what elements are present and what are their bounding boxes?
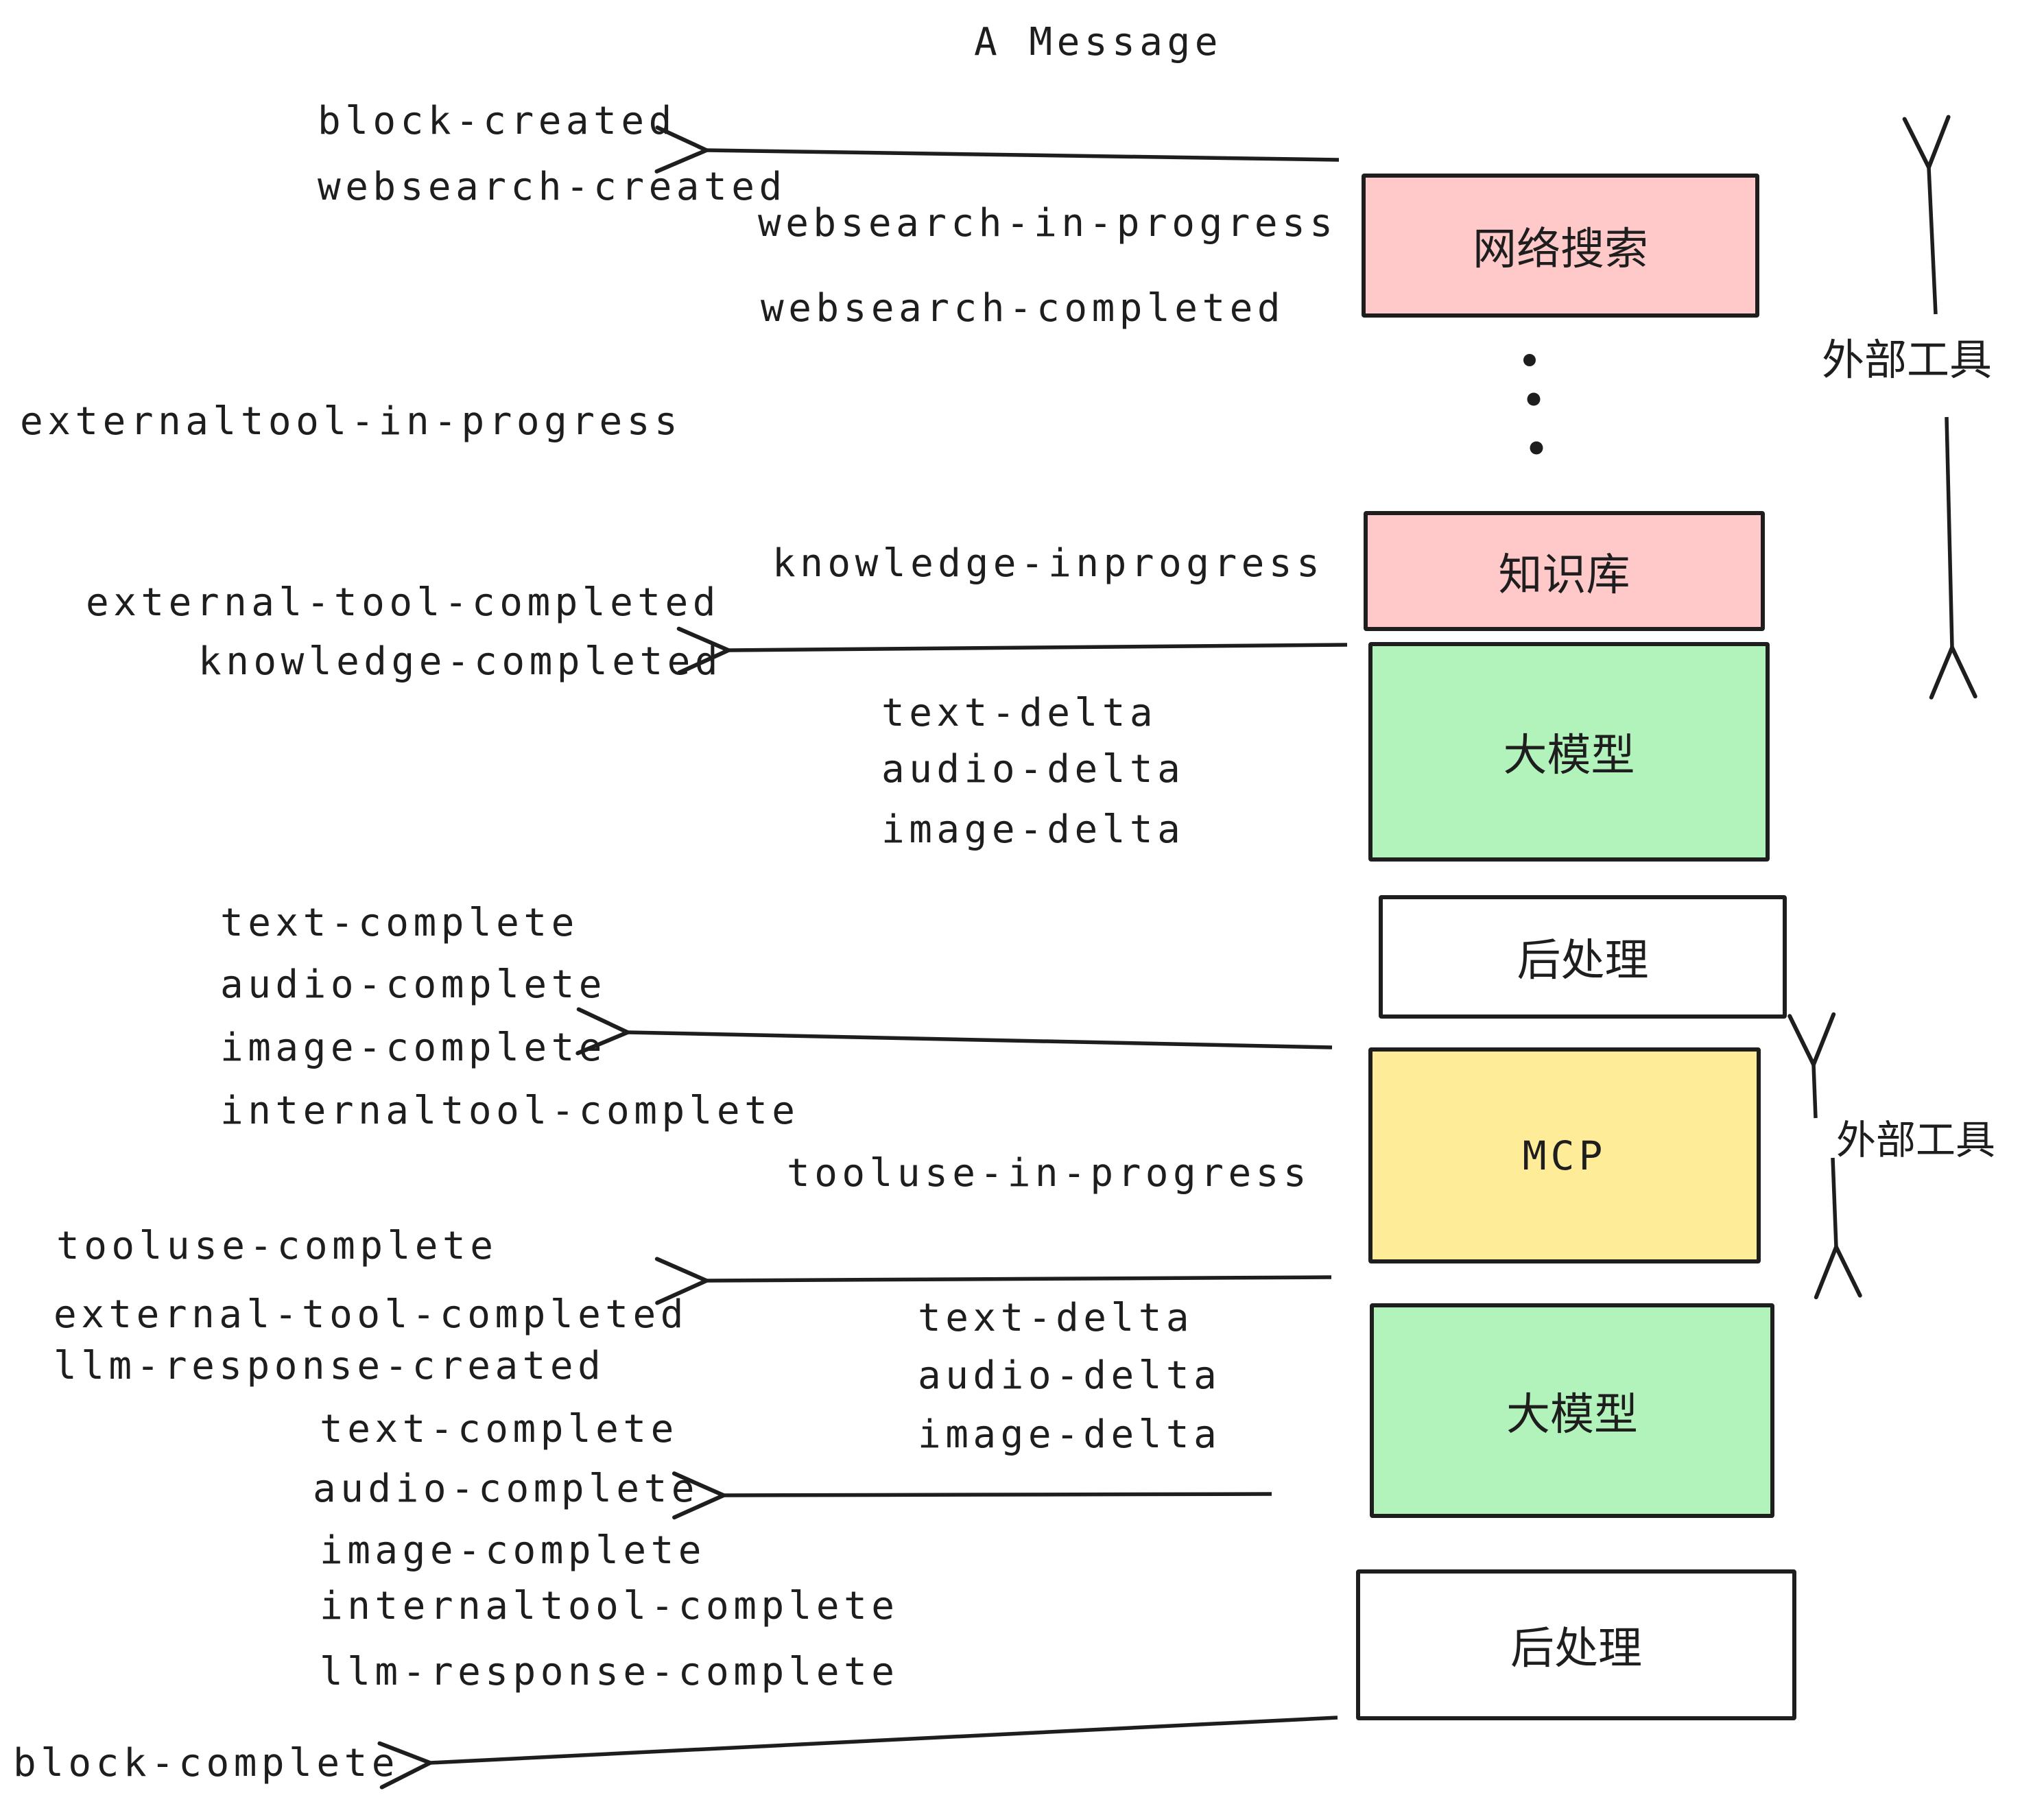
event-label-externaltool-in-progress: externaltool-in-progress: [20, 399, 682, 444]
event-label-audio-delta-2: audio-delta: [918, 1353, 1222, 1398]
side-label-external-tools-2: 外部工具: [1836, 1118, 1996, 1163]
arrow-external-tools-1-down: [1947, 416, 1952, 648]
event-label-audio-complete: audio-complete: [220, 962, 607, 1007]
event-label-knowledge-completed: knowledge-completed: [198, 639, 723, 684]
event-label-llm-response-created: llm-response-created: [54, 1344, 606, 1388]
event-label-internaltool-complete: internaltool-complete: [220, 1089, 800, 1133]
node-web-search-label: 网络搜索: [1473, 224, 1648, 274]
node-mcp-label: MCP: [1522, 1132, 1607, 1179]
event-label-websearch-completed: websearch-completed: [761, 286, 1285, 331]
arrow-knowledge-to-completed-events: [728, 645, 1348, 650]
node-web-search: 网络搜索: [1362, 174, 1759, 318]
node-llm-2-label: 大模型: [1506, 1389, 1638, 1439]
node-mcp: MCP: [1368, 1047, 1761, 1263]
event-label-internaltool-complete-2: internaltool-complete: [320, 1584, 899, 1628]
event-label-image-complete-2: image-complete: [320, 1528, 706, 1573]
event-label-websearch-created: websearch-created: [318, 165, 787, 209]
event-label-block-created: block-created: [318, 99, 676, 143]
event-label-block-complete: block-complete: [13, 1741, 400, 1785]
arrow-llm2-to-complete-events: [724, 1494, 1272, 1495]
side-label-external-tools-1: 外部工具: [1822, 337, 1993, 384]
arrow-postprocess1-to-complete-events: [628, 1032, 1333, 1047]
event-label-tooluse-in-progress: tooluse-in-progress: [787, 1151, 1311, 1196]
event-label-text-delta: text-delta: [881, 691, 1158, 735]
arrow-mcp-to-tooluse-complete: [706, 1277, 1332, 1281]
event-label-websearch-in-progress: websearch-in-progress: [758, 201, 1338, 246]
arrow-external-tools-2-down: [1833, 1157, 1836, 1247]
event-label-image-delta-2: image-delta: [918, 1412, 1222, 1457]
node-postprocess-2-label: 后处理: [1510, 1624, 1642, 1673]
node-llm-1-label: 大模型: [1503, 731, 1635, 780]
event-label-text-complete: text-complete: [220, 901, 579, 945]
event-label-audio-delta: audio-delta: [881, 747, 1185, 792]
event-label-image-complete: image-complete: [220, 1025, 607, 1070]
node-postprocess-1-label: 后处理: [1517, 936, 1649, 985]
node-postprocess-1: 后处理: [1379, 895, 1787, 1019]
page-title: A Message: [974, 20, 1222, 64]
event-label-llm-response-complete: llm-response-complete: [320, 1650, 899, 1694]
node-llm-1: 大模型: [1368, 642, 1770, 862]
event-label-knowledge-inprogress: knowledge-inprogress: [772, 541, 1324, 586]
node-knowledge-base-label: 知识库: [1498, 549, 1630, 600]
event-label-tooluse-complete: tooluse-complete: [56, 1224, 498, 1268]
node-llm-2: 大模型: [1370, 1303, 1774, 1518]
arrow-postprocess2-to-block-complete: [430, 1716, 1338, 1763]
node-postprocess-2: 后处理: [1356, 1569, 1796, 1720]
event-label-text-delta-2: text-delta: [918, 1296, 1194, 1340]
node-knowledge-base: 知识库: [1364, 511, 1765, 631]
event-label-external-tool-completed-2: external-tool-completed: [54, 1292, 688, 1337]
event-label-audio-complete-2: audio-complete: [313, 1467, 700, 1511]
event-label-text-complete-2: text-complete: [320, 1407, 678, 1451]
event-label-image-delta: image-delta: [881, 807, 1185, 852]
arrow-websearch-to-created-events: [706, 150, 1340, 160]
event-label-external-tool-completed: external-tool-completed: [86, 580, 720, 625]
arrow-external-tools-1-up: [1929, 167, 1936, 315]
ellipsis-dots-icon: [1523, 354, 1543, 455]
arrow-external-tools-2-up: [1814, 1065, 1816, 1119]
